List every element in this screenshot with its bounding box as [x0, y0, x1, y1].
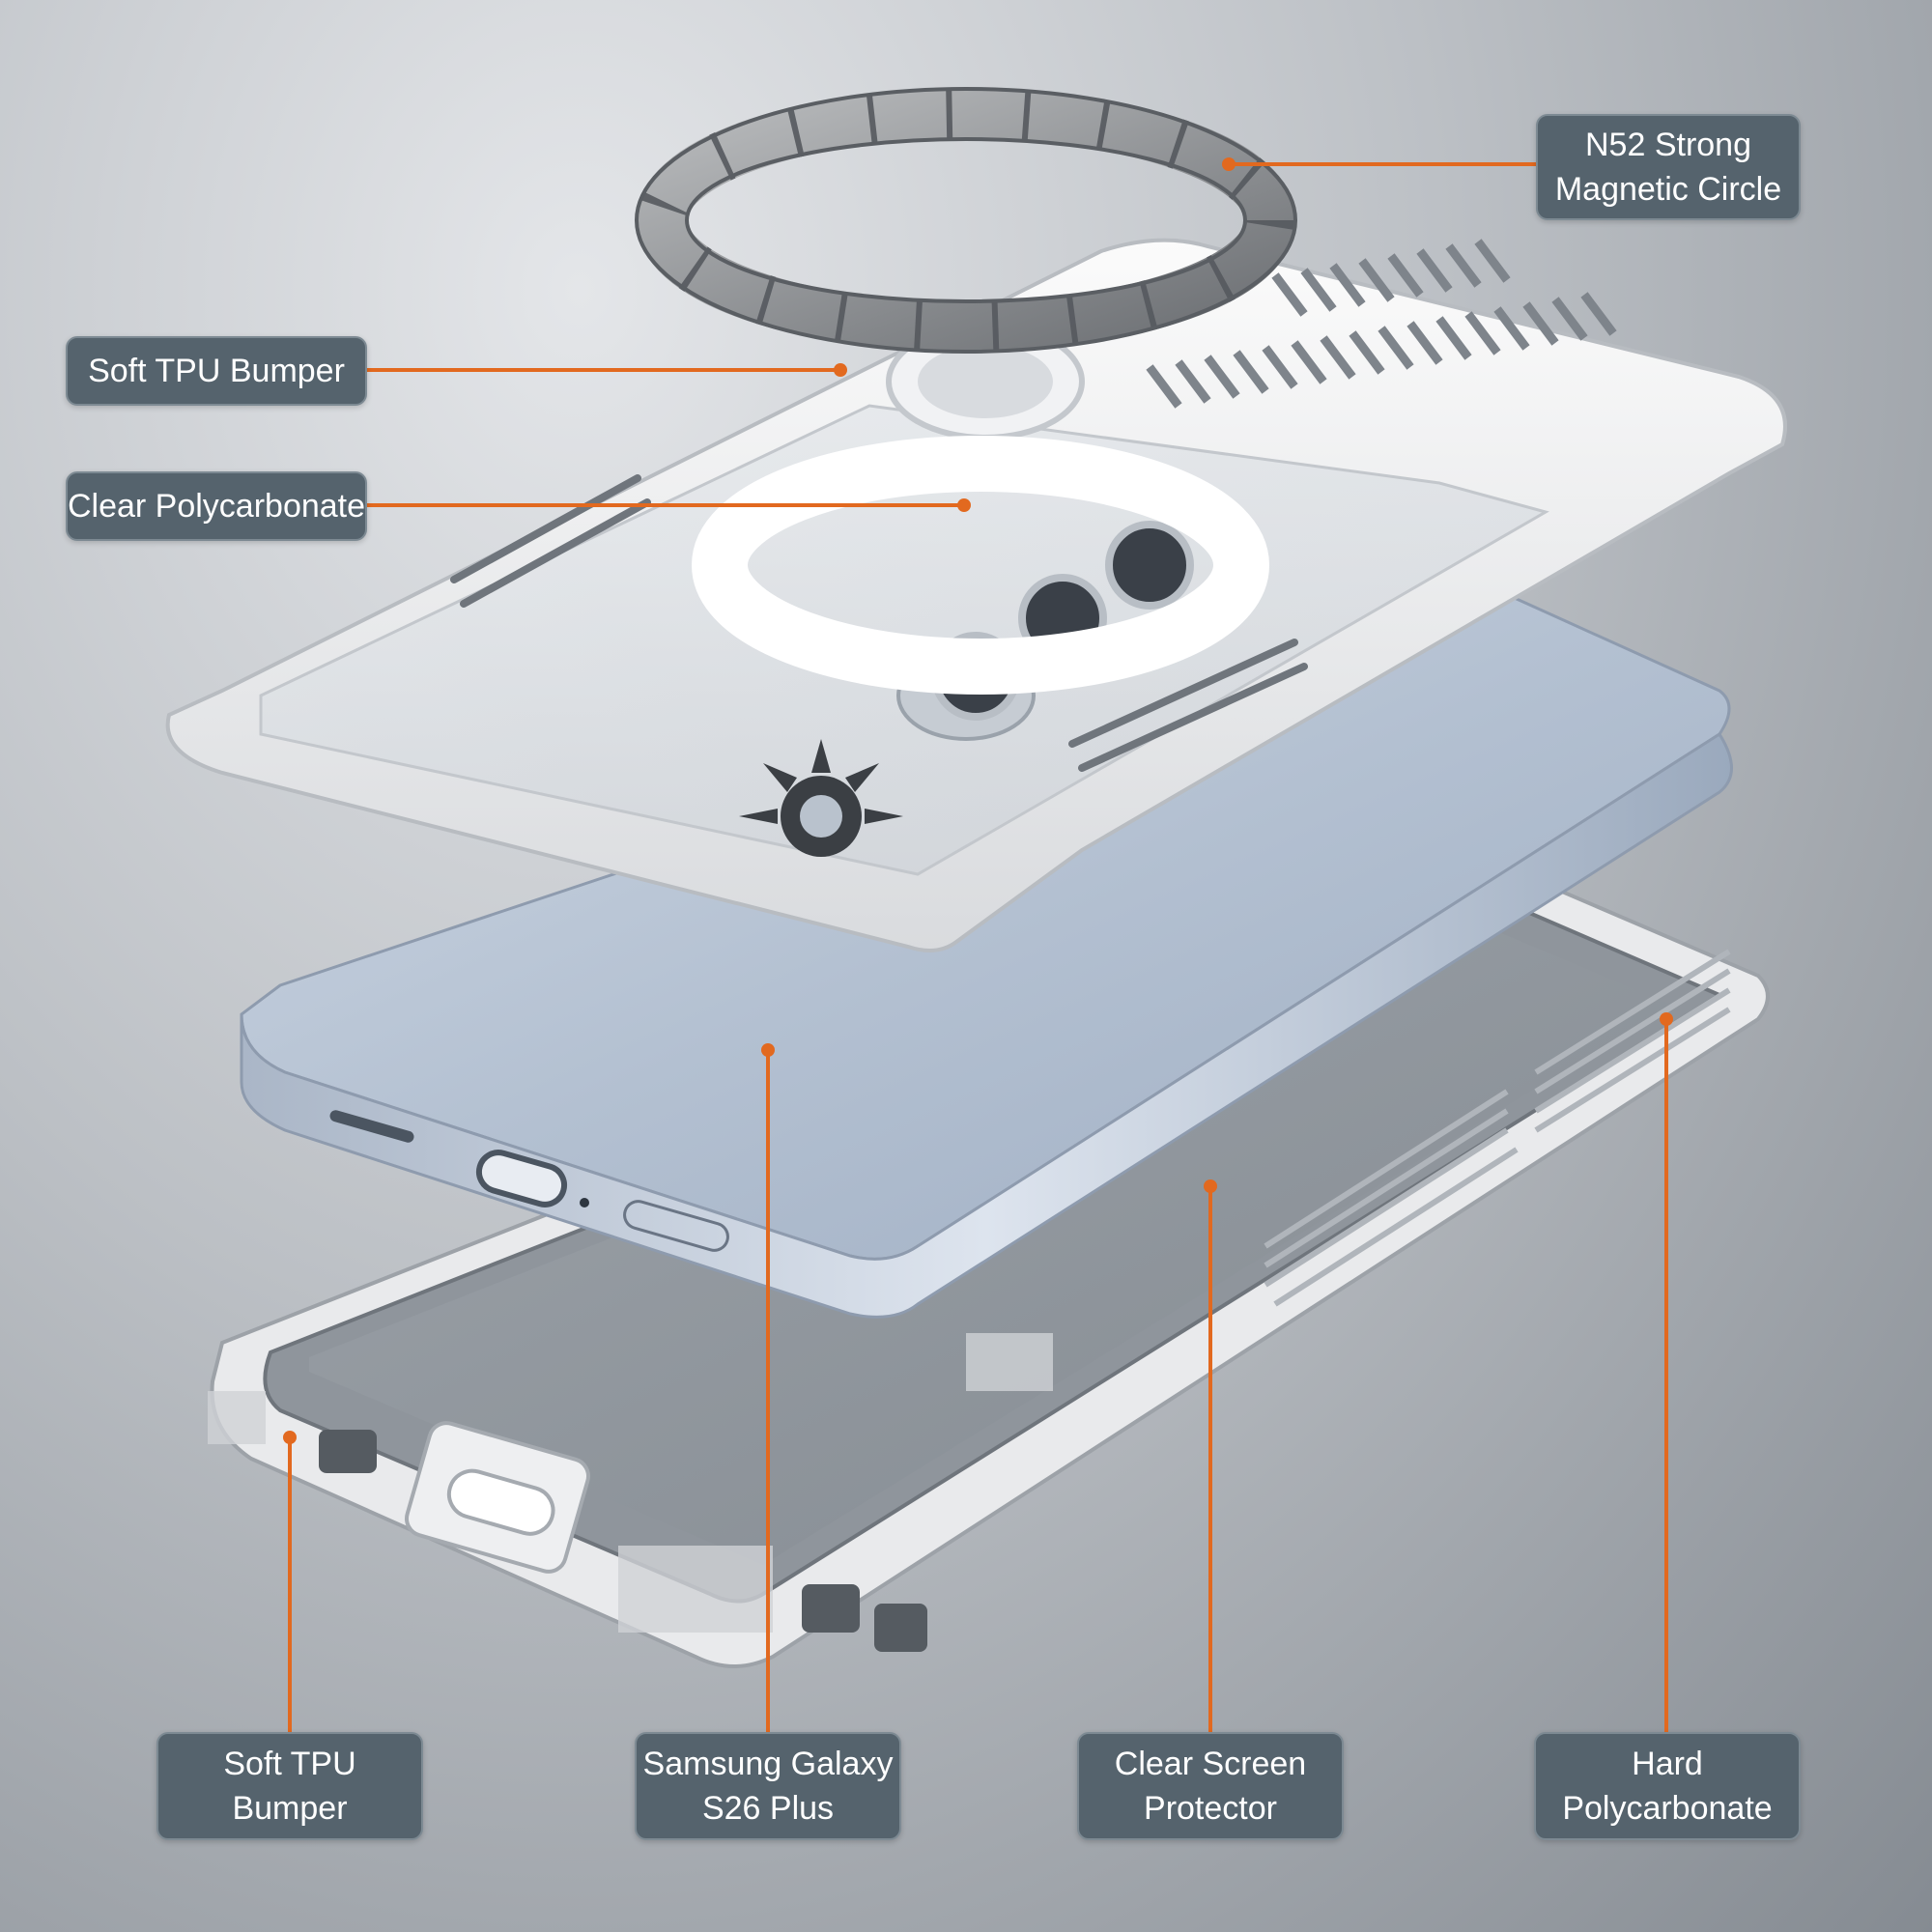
leader-dot-clear-polycarbonate	[957, 498, 971, 512]
phone-speaker-grille	[329, 1110, 414, 1143]
leader-dot-phone	[761, 1043, 775, 1057]
callout-line: N52 Strong	[1585, 127, 1751, 163]
shell-side-slots	[450, 474, 1308, 772]
callout-line: Bumper	[232, 1790, 348, 1827]
callout-clear-polycarbonate: Clear Polycarbonate	[66, 471, 367, 541]
shell-grill-stripes	[1146, 239, 1617, 409]
callout-phone: Samsung Galaxy S26 Plus	[635, 1732, 901, 1840]
callout-line: Protector	[1144, 1790, 1277, 1827]
leader-dot-magnetic-circle	[1222, 157, 1236, 171]
phone-edge-frame	[240, 731, 1733, 1319]
callout-line: Soft TPU Bumper	[88, 353, 345, 389]
n52-magnetic-circle	[635, 87, 1297, 354]
port-flap	[405, 1421, 590, 1574]
callout-line: Clear Polycarbonate	[67, 488, 366, 525]
top-back-shell	[165, 238, 1787, 952]
phone-samsung-galaxy	[240, 590, 1733, 1319]
callout-line: Clear Screen	[1114, 1746, 1307, 1782]
phone-usb-c-port	[475, 1150, 568, 1208]
callout-line: Magnetic Circle	[1554, 171, 1782, 208]
callout-line: Samsung Galaxy	[642, 1746, 894, 1782]
frame-speaker-hole-2	[802, 1584, 860, 1633]
callout-hard-polycarbonate: Hard Polycarbonate	[1534, 1732, 1801, 1840]
callout-magnetic-circle: N52 Strong Magnetic Circle	[1536, 114, 1801, 220]
callout-line: S26 Plus	[701, 1790, 835, 1827]
leader-dot-bottom-soft-tpu-bumper	[283, 1431, 297, 1444]
frame-speaker-hole-3	[874, 1604, 927, 1652]
phone-sim-tray	[623, 1200, 729, 1252]
leader-lines	[283, 157, 1673, 1734]
leader-dot-screen-protector	[1204, 1179, 1217, 1193]
frame-speaker-hole-1	[319, 1430, 377, 1473]
camera-lens-3	[1105, 521, 1194, 610]
callout-bottom-soft-tpu-bumper: Soft TPU Bumper	[156, 1732, 423, 1840]
callout-line: Soft TPU	[223, 1746, 356, 1782]
callout-line: Polycarbonate	[1562, 1790, 1773, 1827]
leader-dot-top-soft-tpu-bumper	[834, 363, 847, 377]
brand-sun-logo	[739, 739, 903, 857]
callout-screen-protector: Clear Screen Protector	[1077, 1732, 1344, 1840]
leader-dot-hard-polycarbonate	[1660, 1012, 1673, 1026]
callout-top-soft-tpu-bumper: Soft TPU Bumper	[66, 336, 367, 406]
frame-side-grill	[1264, 949, 1731, 1307]
frame-bottom-grid	[208, 1333, 1053, 1633]
phone-mic-hole	[580, 1198, 589, 1208]
magsafe-ring	[692, 436, 1269, 695]
callout-line: Hard	[1632, 1746, 1703, 1782]
